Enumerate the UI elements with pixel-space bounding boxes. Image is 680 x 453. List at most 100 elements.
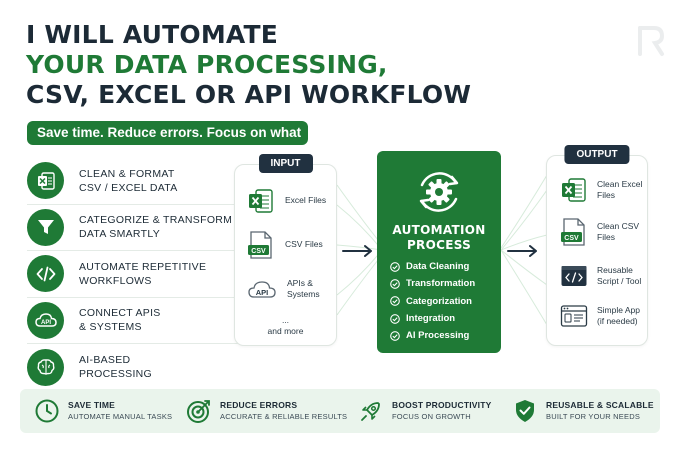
headline: I WILL AUTOMATE YOUR DATA PROCESSING, CS… [26, 22, 471, 107]
automation-step-label: Categorization [406, 295, 472, 307]
automation-title: AUTOMATION PROCESS [377, 223, 501, 253]
code-icon [27, 255, 64, 293]
flow-lines [501, 174, 547, 326]
svg-text:CSV: CSV [564, 235, 579, 242]
svg-text:CSV: CSV [251, 248, 266, 255]
input-panel: INPUT Excel Files CSV CSV Files API APIs… [234, 154, 337, 346]
watermark-icon [638, 26, 665, 56]
output-item-label: Files [597, 190, 615, 200]
automation-steps: Data Cleaning Transformation Categorizat… [390, 258, 475, 344]
automation-title-line: AUTOMATION [392, 223, 486, 237]
automation-step: Categorization [390, 293, 475, 310]
output-item-label: Files [597, 232, 615, 242]
gear-cycle-icon [419, 172, 459, 212]
shield-check-icon [516, 400, 534, 422]
input-item: CSV CSV Files [247, 230, 323, 260]
check-circle-icon [390, 296, 400, 307]
headline-line-2: YOUR DATA PROCESSING, [26, 50, 388, 79]
rocket-icon [361, 402, 380, 421]
input-dots: ... [281, 315, 290, 325]
automation-title-line: PROCESS [406, 238, 472, 252]
automation-step: Integration [390, 310, 475, 327]
feature-label: CLEAN & FORMAT [79, 167, 175, 180]
benefit-title: REDUCE ERRORS [220, 400, 298, 411]
check-circle-icon [390, 330, 400, 341]
feature-label: AI-BASED [79, 354, 131, 367]
benefit-subtitle: ACCURATE & RELIABLE RESULTS [220, 411, 348, 421]
output-item-label: Simple App [597, 304, 640, 315]
headline-line-1: I WILL AUTOMATE [26, 20, 279, 49]
api-cloud-icon: API [27, 301, 64, 339]
feature-item: API CONNECT APIS& SYSTEMS [27, 298, 293, 344]
script-window-icon [561, 266, 587, 286]
output-item: Simple App(if needed) [560, 304, 640, 328]
benefit-title: SAVE TIME [68, 400, 115, 411]
automation-step-label: AI Processing [406, 330, 470, 342]
automation-step: AI Processing [390, 327, 475, 344]
feature-label: CONNECT APIS [79, 307, 161, 320]
svg-text:API: API [40, 320, 50, 326]
automation-step-label: Transformation [406, 278, 476, 290]
check-circle-icon [390, 279, 400, 289]
check-circle-icon [390, 313, 400, 324]
automation-step: Data Cleaning [390, 258, 475, 275]
svg-text:API: API [256, 288, 269, 297]
input-item: Excel Files [247, 187, 326, 215]
benefit-subtitle: AUTOMATE MANUAL TASKS [68, 411, 173, 421]
excel-file-icon [249, 189, 273, 213]
feature-label: WORKFLOWS [79, 274, 152, 287]
feature-label: & SYSTEMS [79, 321, 142, 334]
csv-file-icon: CSV [561, 218, 585, 246]
input-item-label: Systems [287, 289, 320, 299]
output-item-label: Script / Tool [597, 276, 642, 286]
feature-label: DATA SMARTLY [79, 228, 161, 241]
api-cloud-icon: API [248, 281, 276, 298]
feature-label: AUTOMATE REPETITIVE [79, 260, 207, 273]
benefit-title: REUSABLE & SCALABLE [546, 400, 654, 411]
automation-step-label: Data Cleaning [406, 261, 470, 273]
input-more: and more [267, 326, 304, 336]
app-window-icon [560, 305, 588, 327]
arrow-right-icon [342, 245, 372, 257]
brain-icon [27, 348, 64, 386]
csv-file-icon: CSV [248, 231, 272, 259]
input-item-label: CSV Files [285, 239, 323, 250]
check-circle-icon [390, 261, 400, 272]
feature-label: PROCESSING [79, 368, 153, 381]
input-item: API APIs &Systems [247, 277, 320, 301]
output-item-label: (if needed) [597, 316, 638, 326]
benefit-subtitle: BUILT FOR YOUR NEEDS [546, 411, 641, 421]
output-item-label: Clean CSV [597, 220, 640, 231]
output-item-label: Clean Excel [597, 178, 643, 189]
input-item-label: Excel Files [285, 195, 327, 206]
excel-file-icon [562, 178, 586, 202]
arrow-right-icon [507, 245, 537, 257]
input-tag: INPUT [258, 154, 313, 173]
automation-step-label: Integration [406, 313, 456, 325]
headline-line-3: CSV, EXCEL OR API WORKFLOW [26, 80, 472, 109]
benefit-title: BOOST PRODUCTIVITY [392, 400, 492, 411]
excel-icon [27, 162, 64, 200]
automation-panel: AUTOMATION PROCESS Data Cleaning Transfo… [377, 151, 501, 353]
output-item-label: Reusable [597, 264, 633, 275]
automation-step: Transformation [390, 275, 475, 292]
tagline-banner: Save time. Reduce errors. Focus on what … [27, 121, 308, 164]
input-item-label: APIs & [287, 277, 313, 288]
clock-icon [35, 399, 59, 423]
feature-label: CSV / EXCEL DATA [79, 181, 178, 194]
funnel-icon [27, 208, 64, 246]
feature-label: CATEGORIZE & TRANSFORM [79, 214, 233, 227]
